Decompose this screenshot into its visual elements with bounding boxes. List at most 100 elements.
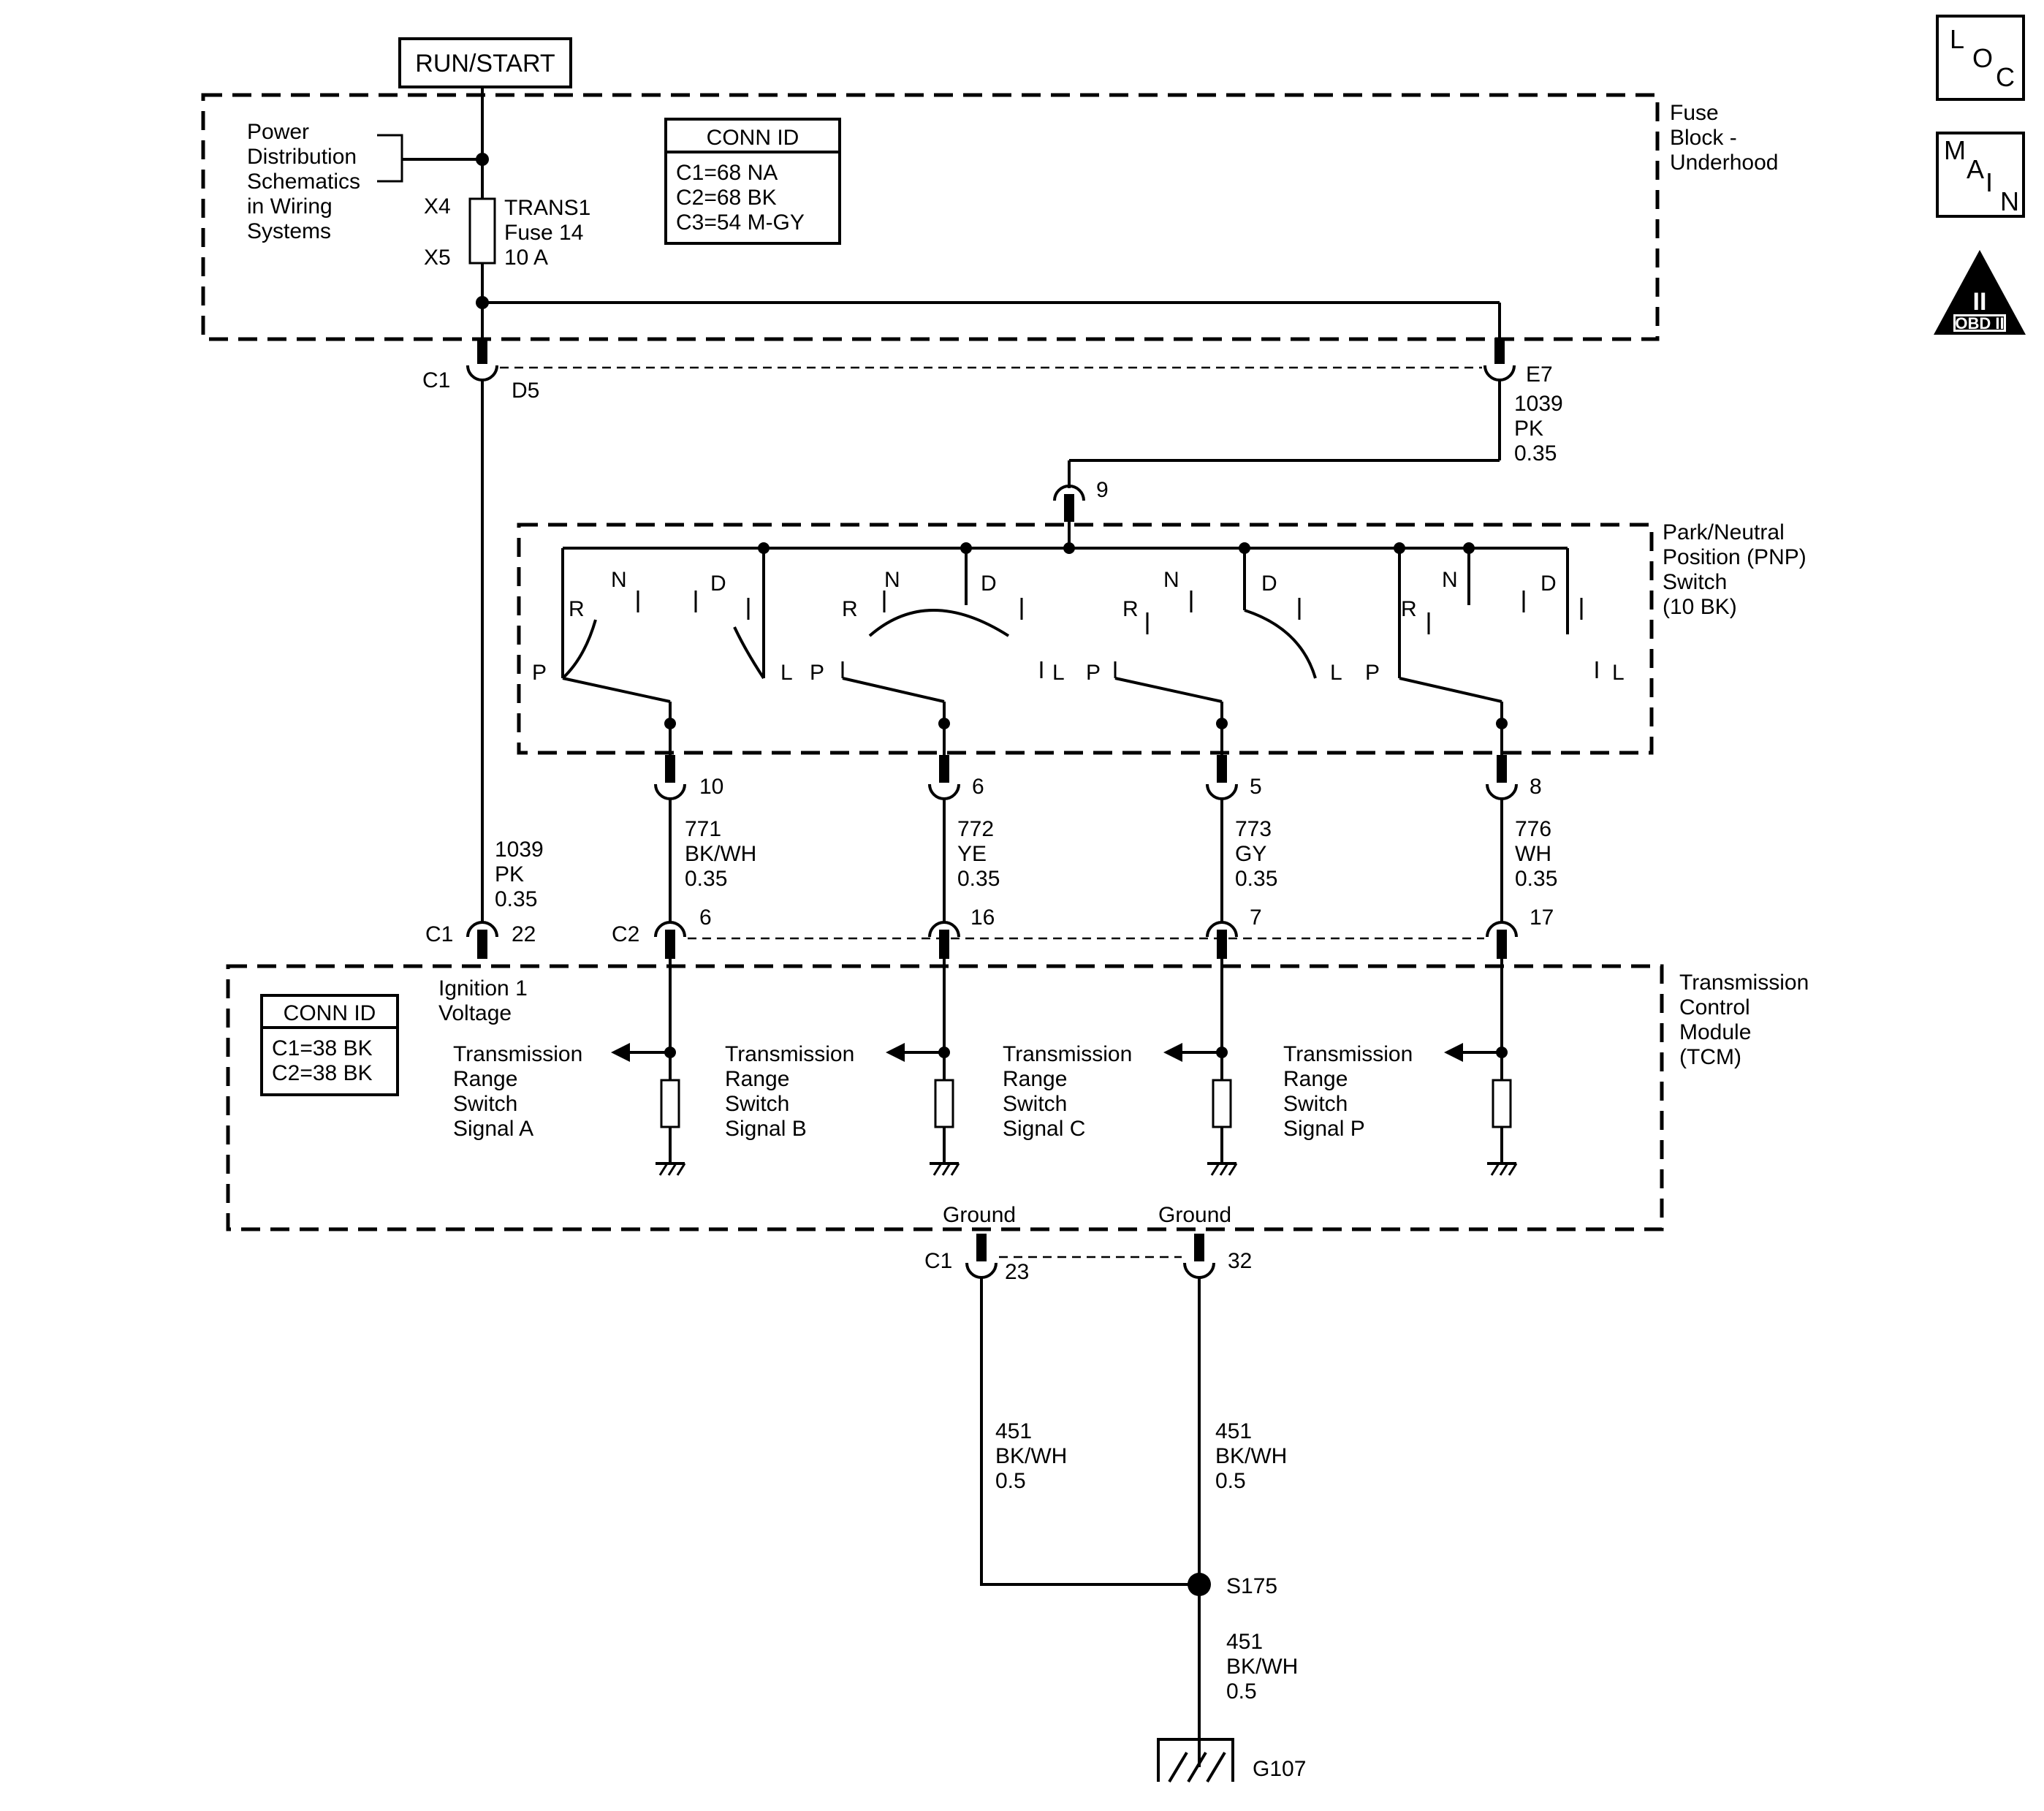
tcm-signal-input-c [1163, 959, 1238, 1176]
ground-label-left: Ground [943, 1203, 1016, 1227]
svg-text:N: N [884, 568, 900, 592]
fuse-pin-x4: X4 [424, 194, 451, 219]
pnp-switch-section-3: P R N D L [1086, 542, 1342, 729]
pnp-output-connector-5 [1206, 724, 1238, 800]
pnp-pin-9-label: 9 [1096, 478, 1109, 502]
svg-text:N: N [611, 568, 627, 592]
svg-text:C: C [1996, 62, 2015, 92]
svg-text:N: N [2000, 186, 2019, 216]
signal-p-label: Transmission Range Switch Signal P [1283, 1042, 1419, 1141]
splice-s175 [1188, 1573, 1211, 1596]
pnp-switch-label: Park/Neutral Position (PNP) Switch (10 B… [1663, 520, 1812, 619]
svg-text:R: R [569, 597, 585, 621]
wire-771-label: 771 BK/WH 0.35 [685, 817, 763, 891]
ground-g107-label: G107 [1253, 1757, 1306, 1781]
ground-pin-23-label: 23 [1005, 1260, 1029, 1284]
run-start-box: RUN/START [398, 37, 572, 88]
tcm-pin-6-label: 6 [699, 906, 712, 930]
ground-label-right: Ground [1158, 1203, 1231, 1227]
chassis-ground-icon [1157, 1738, 1234, 1783]
splice-dot [1063, 542, 1075, 554]
svg-text:D: D [1540, 572, 1557, 596]
svg-text:D: D [710, 572, 726, 596]
ground-wire-left-label: 451 BK/WH 0.5 [995, 1419, 1074, 1493]
wire-773-label: 773 GY 0.35 [1235, 817, 1277, 891]
svg-text:N: N [1163, 568, 1179, 592]
tcm-signal-input-a [611, 959, 686, 1176]
loc-icon[interactable]: L O C [1936, 15, 2025, 101]
svg-text:R: R [1122, 597, 1139, 621]
pnp-switch-section-1: P R N D L [532, 542, 793, 729]
tcm-connector-c2-17 [1486, 921, 1518, 959]
signal-c-label: Transmission Range Switch Signal C [1003, 1042, 1139, 1141]
conn-id-list: C1=38 BK C2=38 BK [272, 1036, 379, 1085]
connector-d5 [466, 338, 498, 381]
power-distribution-bracket [377, 134, 403, 183]
tcm-pin-22-label: 22 [512, 922, 536, 946]
svg-text:P: P [532, 661, 547, 685]
conn-id-title: CONN ID [707, 126, 799, 150]
svg-text:A: A [1967, 154, 1984, 184]
pin-e7-label: E7 [1526, 362, 1553, 387]
svg-text:P: P [1365, 661, 1380, 685]
tcm-signal-input-p [1444, 959, 1518, 1176]
pnp-output-connector-6 [928, 724, 960, 800]
pin-d5-label: D5 [512, 379, 539, 403]
svg-text:P: P [1086, 661, 1101, 685]
svg-text:I: I [1986, 167, 1993, 197]
tcm-ground-connector-32 [1183, 1234, 1215, 1279]
connector-e7 [1483, 338, 1516, 381]
tcm-ground-connector-23 [965, 1234, 998, 1279]
pnp-pin-6-label: 6 [972, 775, 984, 799]
tcm-pin-7-label: 7 [1250, 906, 1262, 930]
tcm-c2-label: C2 [612, 922, 639, 946]
main-icon[interactable]: M A I N [1936, 132, 2025, 218]
ignition-voltage-label: Ignition 1 Voltage [438, 976, 533, 1025]
svg-text:N: N [1442, 568, 1458, 592]
pnp-switch-section-2: P R N D L [810, 542, 1065, 729]
tcm-pin-17-label: 17 [1530, 906, 1554, 930]
fuse-block-outline [201, 93, 1660, 341]
svg-text:P: P [810, 661, 824, 685]
svg-text:L: L [1330, 661, 1342, 685]
tcm-connector-c2-6 [654, 921, 686, 959]
ground-pin-32-label: 32 [1228, 1249, 1252, 1273]
fuse-pin-x5: X5 [424, 246, 451, 270]
svg-text:L: L [1612, 661, 1625, 685]
svg-text:L: L [780, 661, 793, 685]
tcm-conn-id-box: CONN ID C1=38 BK C2=38 BK [260, 994, 399, 1096]
pnp-pin-5-label: 5 [1250, 775, 1262, 799]
tcm-signal-input-b [886, 959, 960, 1176]
svg-text:R: R [1401, 597, 1417, 621]
svg-text:M: M [1944, 135, 1966, 165]
pnp-pin-10-label: 10 [699, 775, 723, 799]
svg-text:O: O [1972, 43, 1993, 73]
svg-text:II: II [1973, 288, 1987, 316]
obd-ii-icon[interactable]: II OBD II [1934, 250, 2026, 335]
fuse-label: TRANS1 Fuse 14 10 A [504, 196, 597, 270]
splice-dot [476, 153, 489, 166]
svg-text:OBD II: OBD II [1955, 314, 2004, 333]
fuse-block-conn-id-box: CONN ID C1=68 NA C2=68 BK C3=54 M-GY [664, 118, 841, 245]
tcm-connector-c1-22 [466, 921, 498, 959]
svg-text:L: L [1052, 661, 1065, 685]
conn-id-list: C1=68 NA C2=68 BK C3=54 M-GY [676, 161, 805, 235]
fuse-icon [468, 197, 496, 265]
ground-c1-label: C1 [924, 1249, 952, 1273]
svg-text:L: L [1950, 24, 1964, 54]
pnp-switch-section-4: P R N D L [1365, 542, 1625, 729]
tcm-c1-label: C1 [425, 922, 453, 946]
run-start-label: RUN/START [415, 50, 555, 77]
svg-text:D: D [1261, 572, 1277, 596]
wire-1039-label: 1039 PK 0.35 [1514, 392, 1569, 466]
fuse-block-label: Fuse Block - Underhood [1670, 101, 1778, 175]
ground-wire-left [980, 1277, 1199, 1586]
wire-1039-ign-label: 1039 PK 0.35 [495, 838, 550, 911]
pnp-output-connector-8 [1486, 724, 1518, 800]
connector-c1-label: C1 [422, 368, 450, 392]
tcm-connector-c2-16 [928, 921, 960, 959]
signal-b-label: Transmission Range Switch Signal B [725, 1042, 861, 1141]
power-distribution-label: Power Distribution Schematics in Wiring … [247, 120, 366, 243]
tcm-label: Transmission Control Module (TCM) [1679, 971, 1815, 1069]
